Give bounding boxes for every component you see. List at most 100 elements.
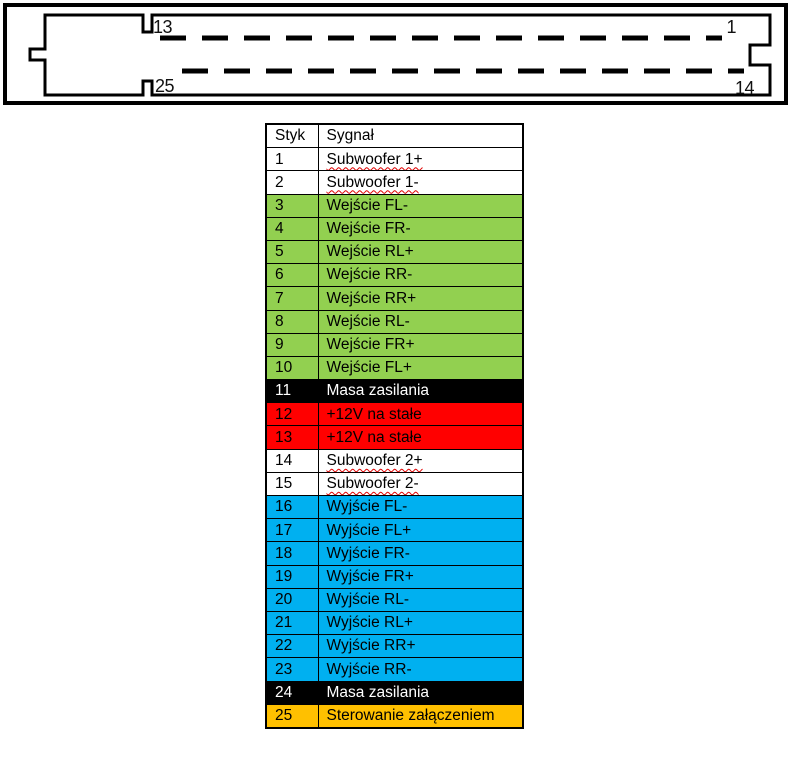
signal-cell: Sterowanie załączeniem: [317, 703, 524, 729]
signal-cell: Wyjście RR+: [317, 634, 524, 659]
signal-cell: Wejście FR+: [317, 332, 524, 357]
table-row: 22 Wyjście RR+: [265, 634, 524, 659]
pin-number-cell: 24: [265, 680, 319, 705]
table-row: 9 Wejście FR+: [265, 332, 524, 357]
signal-label: Wejście RL-: [326, 312, 410, 330]
signal-label: Wyjście RL+: [326, 614, 413, 632]
pin-number-cell: 25: [265, 703, 319, 729]
table-row: 16 Wyjście FL-: [265, 494, 524, 520]
signal-label: Wyjście RR-: [326, 660, 412, 678]
table-row: 25 Sterowanie załączeniem: [265, 703, 524, 729]
signal-label: Subwoofer 1-: [326, 173, 419, 191]
table-row: 24 Masa zasilania: [265, 680, 524, 705]
connector-diagram: 13 1 25 14: [3, 3, 788, 105]
signal-cell: Wejście FL+: [317, 355, 524, 381]
signal-cell: +12V na stałe: [317, 402, 524, 427]
table-row: 23 Wyjście RR-: [265, 657, 524, 682]
pin-number-cell: 15: [265, 471, 319, 497]
signal-cell: Wejście RL+: [317, 239, 524, 265]
signal-label: Wejście FL-: [326, 196, 409, 214]
table-row: 1 Subwoofer 1+: [265, 147, 524, 172]
pin-number-cell: 13: [265, 425, 319, 450]
pin-number-cell: 5: [265, 239, 319, 265]
signal-label: +12V na stałe: [326, 428, 422, 446]
table-row: 21 Wyjście RL+: [265, 610, 524, 636]
signal-label: Wejście FR+: [326, 336, 415, 354]
signal-cell: Wejście RR+: [317, 286, 524, 311]
pin-number-cell: 6: [265, 263, 319, 288]
connector-inner-outline: [28, 13, 772, 97]
signal-cell: Wyjście FR-: [317, 541, 524, 566]
pin-number-cell: 21: [265, 610, 319, 636]
pin-number-cell: 2: [265, 170, 319, 195]
signal-label: Wyjście RR+: [326, 637, 416, 655]
pin-number-cell: 20: [265, 587, 319, 612]
pin-number-cell: 8: [265, 309, 319, 334]
pin-column-header: Styk: [265, 123, 319, 149]
signal-label: Sterowanie załączeniem: [326, 707, 495, 725]
signal-cell: Wejście FL-: [317, 193, 524, 218]
table-row: 5 Wejście RL+: [265, 239, 524, 265]
signal-cell: Subwoofer 2+: [317, 448, 524, 473]
signal-label: Subwoofer 1+: [326, 150, 423, 168]
signal-cell: Wyjście RL+: [317, 610, 524, 636]
pin-label-bottom-right: 14: [735, 78, 755, 98]
table-row: 6 Wejście RR-: [265, 263, 524, 288]
table-row: 8 Wejście RL-: [265, 309, 524, 334]
signal-label: Masa zasilania: [326, 683, 430, 701]
signal-column-header: Sygnał: [317, 123, 524, 149]
pin-label-bottom-left: 25: [155, 76, 175, 96]
pin-number-cell: 23: [265, 657, 319, 682]
pin-label-top-left: 13: [153, 17, 173, 37]
signal-label: Wejście RR+: [326, 289, 417, 307]
signal-cell: Wyjście FL-: [317, 494, 524, 520]
pin-number-cell: 1: [265, 147, 319, 172]
signal-cell: Wyjście FR+: [317, 564, 524, 589]
pin-number-cell: 4: [265, 216, 319, 241]
pin-number-cell: 22: [265, 634, 319, 659]
signal-label: Subwoofer 2-: [326, 475, 419, 493]
signal-label: Subwoofer 2+: [326, 451, 423, 469]
pin-number-cell: 17: [265, 518, 319, 543]
signal-cell: Subwoofer 2-: [317, 471, 524, 497]
signal-cell: Masa zasilania: [317, 680, 524, 705]
table-row: 19 Wyjście FR+: [265, 564, 524, 589]
pin-number-cell: 3: [265, 193, 319, 218]
pin-number-cell: 12: [265, 402, 319, 427]
table-header-row: Styk Sygnał: [265, 123, 524, 149]
pin-number-cell: 9: [265, 332, 319, 357]
signal-label: Wejście RR-: [326, 266, 413, 284]
pin-number-cell: 14: [265, 448, 319, 473]
table-row: 4 Wejście FR-: [265, 216, 524, 241]
table-row: 17 Wyjście FL+: [265, 518, 524, 543]
signal-cell: Wyjście RL-: [317, 587, 524, 612]
signal-cell: Subwoofer 1+: [317, 147, 524, 172]
signal-label: Wyjście FR+: [326, 567, 414, 585]
pin-label-top-right: 1: [726, 17, 736, 37]
signal-label: Wejście FR-: [326, 220, 411, 238]
signal-cell: Masa zasilania: [317, 379, 524, 404]
table-row: 3 Wejście FL-: [265, 193, 524, 218]
table-row: 2 Subwoofer 1-: [265, 170, 524, 195]
signal-cell: Wejście RR-: [317, 263, 524, 288]
signal-cell: Wyjście FL+: [317, 518, 524, 543]
table-row: 13 +12V na stałe: [265, 425, 524, 450]
signal-label: Wyjście RL-: [326, 591, 410, 609]
pin-number-cell: 16: [265, 494, 319, 520]
table-row: 12 +12V na stałe: [265, 402, 524, 427]
signal-label: +12V na stałe: [326, 405, 422, 423]
signal-label: Wyjście FL+: [326, 521, 412, 539]
signal-cell: Wejście FR-: [317, 216, 524, 241]
table-row: 14 Subwoofer 2+: [265, 448, 524, 473]
pin-number-cell: 10: [265, 355, 319, 381]
signal-label: Wejście RL+: [326, 243, 414, 261]
pin-number-cell: 19: [265, 564, 319, 589]
signal-label: Wyjście FL-: [326, 498, 408, 516]
pin-number-cell: 11: [265, 379, 319, 404]
